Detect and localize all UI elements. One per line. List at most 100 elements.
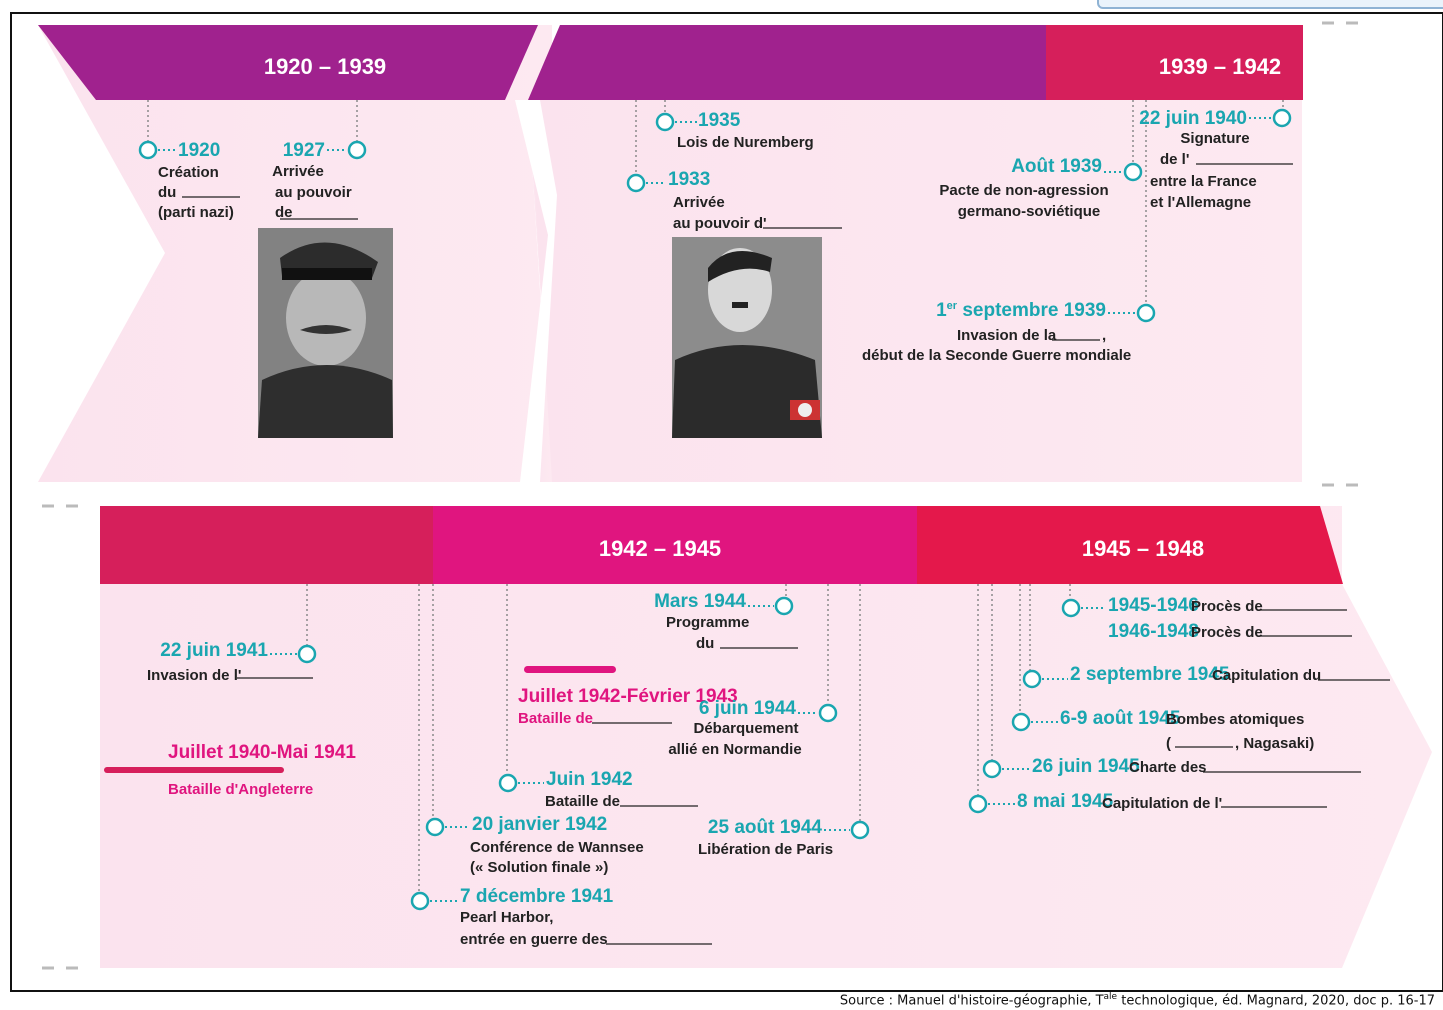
- period-1939-1942: 1939 – 1942: [1159, 54, 1281, 79]
- svg-text:Pearl Harbor,: Pearl Harbor,: [460, 909, 553, 926]
- event-markers: [138, 108, 1292, 911]
- svg-text:Invasion de l': Invasion de l': [147, 667, 241, 684]
- svg-text:Août 1939: Août 1939: [1011, 156, 1102, 177]
- svg-text:du: du: [158, 184, 176, 201]
- svg-text:1920: 1920: [178, 140, 220, 161]
- event-aout-1939: Août 1939 Pacte de non-agression germano…: [939, 156, 1124, 220]
- svg-text:Signature: Signature: [1180, 130, 1249, 147]
- event-20-janvier-1942: 20 janvier 1942 Conférence de Wannsee («…: [445, 814, 644, 876]
- svg-text:22 juin 1940: 22 juin 1940: [1139, 108, 1247, 129]
- header-1942-1945: [433, 506, 917, 584]
- svg-text:Libération de Paris: Libération de Paris: [698, 841, 833, 858]
- svg-text:Charte des: Charte des: [1129, 759, 1207, 776]
- svg-text:1933: 1933: [668, 169, 710, 190]
- svg-text:(parti nazi): (parti nazi): [158, 204, 234, 221]
- event-2-septembre-1945: 2 septembre 1945 Capitulation du: [1042, 664, 1390, 685]
- svg-text:6-9 août 1945: 6-9 août 1945: [1060, 708, 1181, 729]
- band3-background: [100, 506, 1432, 968]
- svg-text:Capitulation du: Capitulation du: [1212, 667, 1321, 684]
- svg-text:1946-1948: 1946-1948: [1108, 621, 1199, 642]
- svg-text:,: ,: [1102, 327, 1106, 344]
- svg-text:de: de: [275, 204, 293, 221]
- event-1945-1946: 1945-1946 Procès de: [1081, 595, 1347, 616]
- svg-text:Juillet 1942-Février 1943: Juillet 1942-Février 1943: [518, 686, 738, 707]
- event-1946-1948: 1946-1948 Procès de: [1108, 621, 1352, 642]
- svg-text:20 janvier 1942: 20 janvier 1942: [472, 814, 607, 835]
- svg-text:Programme: Programme: [666, 614, 749, 631]
- svg-text:2 septembre 1945: 2 septembre 1945: [1070, 664, 1230, 685]
- svg-text:26 juin 1945: 26 juin 1945: [1032, 756, 1140, 777]
- header-bottom-left: [100, 506, 433, 584]
- period-1942-1945: 1942 – 1945: [599, 536, 721, 561]
- svg-text:1er septembre 1939: 1er septembre 1939: [936, 300, 1106, 321]
- svg-text:Création: Création: [158, 164, 219, 181]
- event-8-mai-1945: 8 mai 1945 Capitulation de l': [988, 791, 1327, 812]
- header-1939-1942: [1046, 25, 1303, 100]
- event-mars-1944: Mars 1944 Programme du: [654, 591, 798, 652]
- svg-text:Juillet 1940-Mai 1941: Juillet 1940-Mai 1941: [168, 742, 356, 763]
- portrait-hitler: [672, 237, 822, 438]
- event-22-juin-1941: 22 juin 1941 Invasion de l': [147, 640, 313, 684]
- svg-text:et l'Allemagne: et l'Allemagne: [1150, 194, 1251, 211]
- svg-text:(: (: [1166, 735, 1171, 752]
- svg-text:Bataille d'Angleterre: Bataille d'Angleterre: [168, 781, 313, 798]
- svg-text:Invasion de la: Invasion de la: [957, 327, 1057, 344]
- svg-text:1927: 1927: [283, 140, 325, 161]
- svg-text:de l': de l': [1160, 151, 1189, 168]
- header-1945-1948: [917, 506, 1343, 584]
- source-caption: Source : Manuel d'histoire-géographie, T…: [839, 991, 1435, 1008]
- outer-frame: [10, 12, 1443, 992]
- event-juillet-1942: Juillet 1942-Février 1943 Bataille de: [518, 666, 738, 727]
- svg-text:germano-soviétique: germano-soviétique: [958, 203, 1101, 220]
- header-1920-1939: [38, 25, 538, 100]
- svg-text:Arrivée: Arrivée: [673, 194, 725, 211]
- edge-dashes: [42, 21, 1358, 970]
- event-6-9-aout-1945: 6-9 août 1945 Bombes atomiques ( , Nagas…: [1031, 708, 1314, 752]
- svg-text:25 août 1944: 25 août 1944: [708, 817, 822, 838]
- event-1920: 1920 Création du (parti nazi): [158, 140, 240, 221]
- svg-text:1945-1946: 1945-1946: [1108, 595, 1199, 616]
- svg-text:, Nagasaki): , Nagasaki): [1235, 735, 1314, 752]
- svg-text:Mars 1944: Mars 1944: [654, 591, 746, 612]
- svg-text:Conférence de Wannsee: Conférence de Wannsee: [470, 839, 644, 856]
- svg-text:Bombes atomiques: Bombes atomiques: [1166, 711, 1304, 728]
- svg-text:Débarquement: Débarquement: [693, 720, 798, 737]
- event-22-juin-1940: 22 juin 1940 Signature de l' entre la Fr…: [1139, 108, 1293, 211]
- connectors: [147, 100, 1284, 900]
- event-1927: 1927 Arrivée au pouvoir de: [272, 140, 358, 221]
- period-1920-1939: 1920 – 1939: [264, 54, 386, 79]
- event-1er-septembre-1939: 1er septembre 1939 Invasion de la , débu…: [862, 300, 1136, 364]
- svg-text:Juin 1942: Juin 1942: [546, 769, 633, 790]
- svg-text:Arrivée: Arrivée: [272, 163, 324, 180]
- svg-text:entrée en guerre des: entrée en guerre des: [460, 931, 608, 948]
- header-1939-1942-left: [528, 25, 1046, 100]
- svg-text:entre la France: entre la France: [1150, 173, 1257, 190]
- svg-text:Procès de: Procès de: [1191, 598, 1263, 615]
- svg-text:7 décembre 1941: 7 décembre 1941: [460, 886, 614, 907]
- svg-text:allié en Normandie: allié en Normandie: [668, 741, 801, 758]
- period-1945-1948: 1945 – 1948: [1082, 536, 1204, 561]
- svg-text:Procès de: Procès de: [1191, 624, 1263, 641]
- event-26-juin-1945: 26 juin 1945 Charte des: [1002, 756, 1361, 777]
- event-juin-1942: Juin 1942 Bataille de: [518, 769, 698, 810]
- event-bataille-angleterre: Juillet 1940-Mai 1941 Bataille d'Anglete…: [104, 742, 356, 798]
- svg-text:22 juin 1941: 22 juin 1941: [160, 640, 268, 661]
- event-7-decembre-1941: 7 décembre 1941 Pearl Harbor, entrée en …: [430, 886, 712, 948]
- svg-text:Bataille de: Bataille de: [545, 793, 620, 810]
- svg-text:6 juin 1944: 6 juin 1944: [699, 698, 797, 719]
- event-6-juin-1944: 6 juin 1944 Débarquement allié en Norman…: [668, 698, 818, 758]
- svg-text:début de la Seconde Guerre mon: début de la Seconde Guerre mondiale: [862, 347, 1131, 364]
- svg-text:(« Solution finale »): (« Solution finale »): [470, 859, 608, 876]
- svg-text:Capitulation de l': Capitulation de l': [1102, 795, 1222, 812]
- svg-text:Lois de Nuremberg: Lois de Nuremberg: [677, 134, 814, 151]
- svg-text:Bataille de: Bataille de: [518, 710, 593, 727]
- portrait-stalin: [258, 228, 393, 438]
- svg-text:1935: 1935: [698, 110, 741, 131]
- svg-text:au pouvoir d': au pouvoir d': [673, 215, 767, 232]
- svg-text:du: du: [696, 635, 714, 652]
- event-1933: 1933 Arrivée au pouvoir d': [646, 169, 842, 232]
- svg-text:au pouvoir: au pouvoir: [275, 184, 352, 201]
- svg-text:8 mai 1945: 8 mai 1945: [1017, 791, 1114, 812]
- event-1935: 1935 Lois de Nuremberg: [675, 110, 814, 151]
